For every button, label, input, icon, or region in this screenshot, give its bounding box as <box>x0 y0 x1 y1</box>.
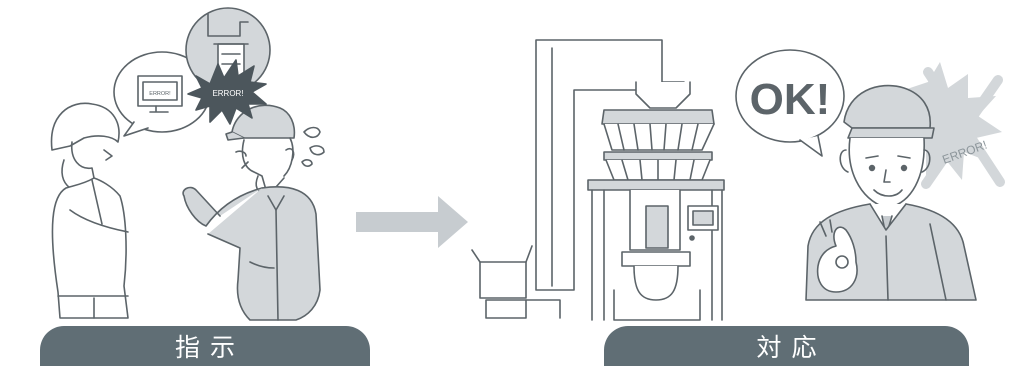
monitor-error-text: ERROR! <box>149 91 171 97</box>
monitor-bubble <box>113 51 211 137</box>
manager-figure <box>50 102 129 319</box>
burst-error-text: ERROR! <box>212 89 243 98</box>
arrow-right-icon <box>356 196 468 248</box>
instruction-label: 指示 <box>40 326 370 366</box>
ok-bubble <box>735 49 845 157</box>
sweat-drops-icon <box>301 126 325 167</box>
error-burst-icon <box>187 59 267 125</box>
ok-worker-figure <box>805 84 977 301</box>
ok-hand-icon <box>816 219 858 293</box>
ok-text: OK! <box>750 75 831 124</box>
crossed-error-burst-icon <box>896 62 1005 189</box>
response-label: 対応 <box>604 326 969 366</box>
weighing-machine <box>471 39 725 321</box>
worker-figure <box>182 104 321 321</box>
